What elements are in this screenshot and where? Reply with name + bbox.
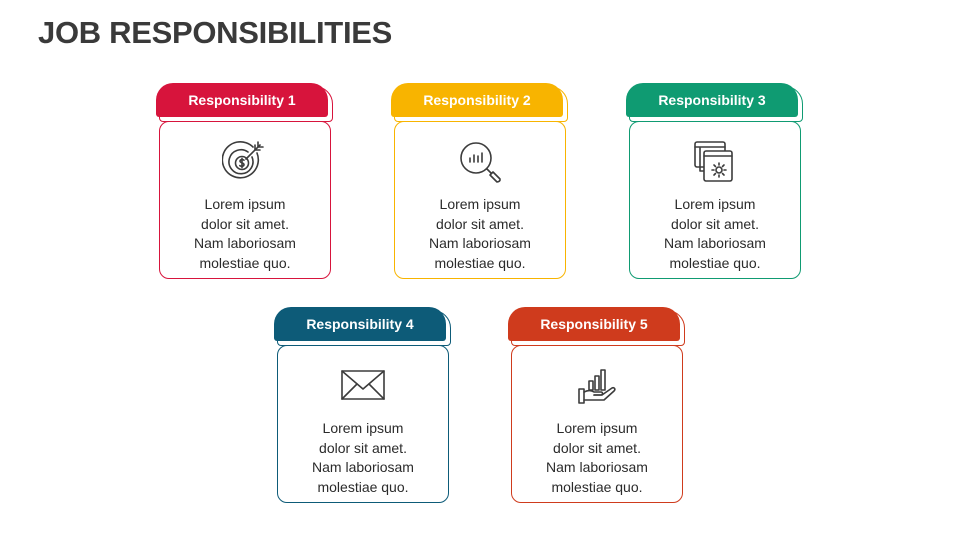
- target-dollar-icon: [222, 139, 268, 185]
- card-tab: Responsibility 4: [274, 307, 446, 341]
- card-tab: Responsibility 3: [626, 83, 798, 117]
- card-outline: [159, 121, 331, 279]
- responsibility-card-4: Responsibility 4 Lorem ipsum dolor sit a…: [274, 307, 454, 509]
- responsibility-card-3: Responsibility 3 Lorem ipsum dolor sit a…: [626, 83, 806, 285]
- responsibility-card-2: Responsibility 2 Lorem ipsum dolor sit a…: [391, 83, 571, 285]
- card-outline: [394, 121, 566, 279]
- hand-growth-chart-icon: [574, 363, 620, 409]
- card-description: Lorem ipsum dolor sit amet. Nam laborios…: [429, 196, 531, 271]
- card-outline: [511, 345, 683, 503]
- card-description: Lorem ipsum dolor sit amet. Nam laborios…: [194, 196, 296, 271]
- card-tab: Responsibility 2: [391, 83, 563, 117]
- page-title: JOB RESPONSIBILITIES: [38, 15, 393, 50]
- card-description: Lorem ipsum dolor sit amet. Nam laborios…: [546, 420, 648, 495]
- envelope-icon: [340, 363, 386, 409]
- card-description: Lorem ipsum dolor sit amet. Nam laborios…: [312, 420, 414, 495]
- magnifier-chart-icon: [457, 139, 503, 185]
- card-tab: Responsibility 1: [156, 83, 328, 117]
- card-tab: Responsibility 5: [508, 307, 680, 341]
- responsibility-card-1: Responsibility 1 Lorem ipsum dolor sit a…: [156, 83, 336, 285]
- responsibility-card-5: Responsibility 5 Lorem ipsum dolor sit a…: [508, 307, 688, 509]
- windows-gear-icon: [692, 139, 738, 185]
- card-description: Lorem ipsum dolor sit amet. Nam laborios…: [664, 196, 766, 271]
